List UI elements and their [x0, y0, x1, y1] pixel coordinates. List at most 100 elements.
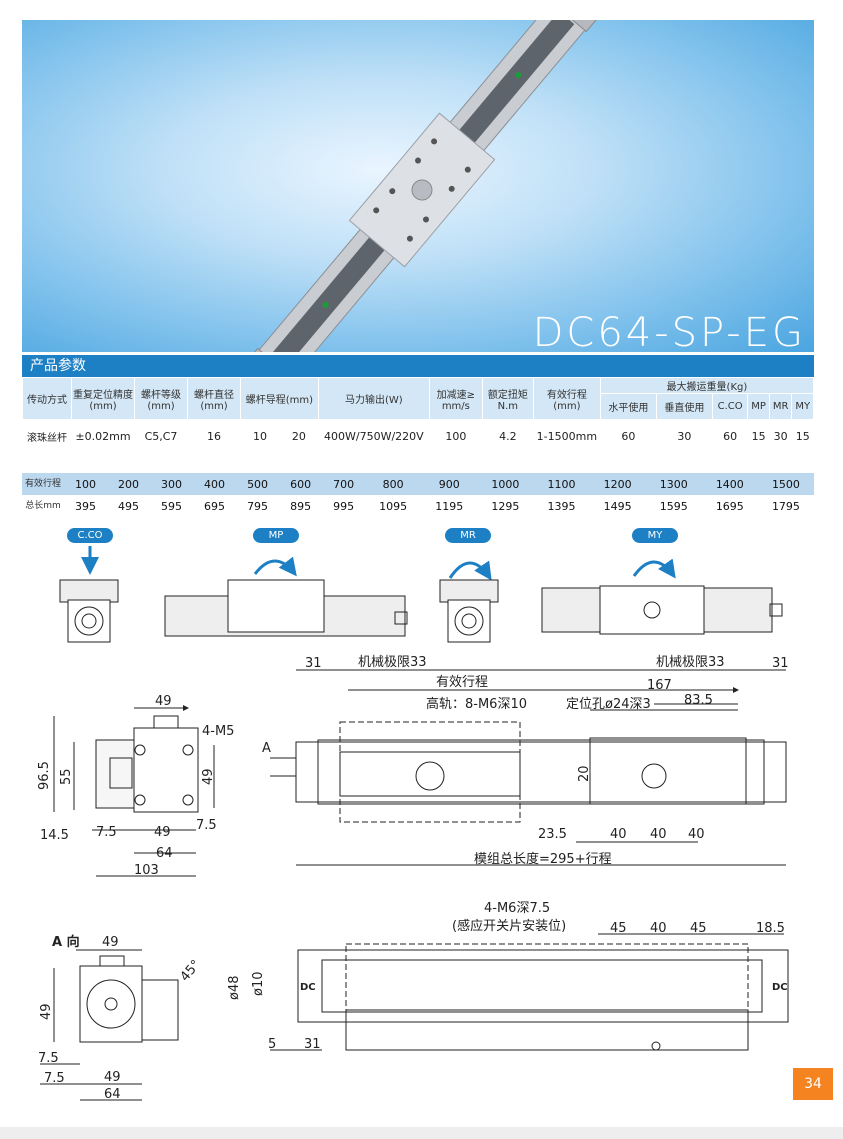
footer-bar: [0, 1127, 843, 1139]
stroke-cell: 1000: [477, 473, 534, 495]
dim-bm-45-b: 45: [690, 921, 707, 936]
stroke-cell: 1500: [757, 473, 814, 495]
stroke-cell: 700: [322, 473, 366, 495]
dim-bl-7-5-b: 7.5: [44, 1071, 65, 1086]
dim-tl-7-5: 7.5: [96, 825, 117, 840]
length-row-label: 总长mm: [22, 495, 64, 517]
dim-main-rail: 高轨：8-M6深10: [426, 696, 527, 712]
length-cell: 1595: [645, 495, 702, 517]
length-cell: 1795: [757, 495, 814, 517]
moment-my-icon: [541, 558, 783, 635]
moment-mp-icon: [164, 556, 408, 637]
dim-bm-5: 5: [268, 1037, 276, 1052]
length-cell: 1695: [701, 495, 758, 517]
dim-bm-holes: 4-M6深7.5: [484, 901, 550, 916]
dim-bm-holes-note: (感应开关片安装位): [452, 918, 566, 934]
dim-tl-14-5: 14.5: [40, 828, 69, 843]
moment-cco-label: C.CO: [67, 528, 113, 543]
dim-bm-dia-48: ø48: [227, 976, 242, 1001]
view-arrow-a: A: [262, 741, 271, 756]
dim-tl-h49: 49: [201, 768, 216, 785]
dim-main-40-a: 40: [610, 827, 627, 842]
dim-tl-b49: 49: [154, 825, 171, 840]
value-my: 15: [791, 419, 814, 454]
value-vertical: 30: [655, 419, 713, 454]
section-title: 产品参数: [22, 355, 814, 377]
value-screw-dia: 16: [187, 419, 241, 454]
stroke-cell: 600: [279, 473, 323, 495]
dim-main-167: 167: [647, 678, 672, 693]
moment-cco-icon: [59, 546, 119, 643]
dim-bm-18-5: 18.5: [756, 921, 785, 936]
stroke-cell: 800: [365, 473, 422, 495]
value-torque: 4.2: [481, 419, 534, 454]
dim-main-total-length: 模组总长度=295+行程: [474, 851, 612, 867]
moment-my-label: MY: [632, 528, 678, 543]
stroke-cell: 1200: [589, 473, 646, 495]
linear-module-photo: [245, 20, 599, 352]
value-screw-grade: C5,C7: [134, 419, 188, 454]
main-view-top: [270, 669, 787, 866]
page-number: 34: [793, 1068, 833, 1100]
spec-table: 传动方式 重复定位精度(mm) 螺杆等级(mm) 螺杆直径(mm) 螺杆导程(m…: [22, 377, 815, 454]
stroke-cell: 1400: [701, 473, 758, 495]
dim-bl-64: 64: [104, 1087, 121, 1102]
length-cell: 1395: [533, 495, 590, 517]
product-title: DC64-SP-EG: [532, 310, 806, 352]
header-cco: C.CO: [711, 393, 749, 420]
length-cell: 1495: [589, 495, 646, 517]
length-cell: 1195: [421, 495, 478, 517]
dim-main-mech-limit-left: 机械极限33: [358, 655, 427, 670]
length-cell: 995: [322, 495, 366, 517]
header-repeat: 重复定位精度(mm): [71, 377, 135, 420]
dim-main-31-left: 31: [305, 656, 322, 671]
product-hero-image: DC64-SP-EG: [22, 20, 814, 352]
dim-tl-96-5: 96.5: [37, 761, 52, 790]
dim-tl-55: 55: [59, 768, 74, 785]
length-cell: 1295: [477, 495, 534, 517]
dim-tl-m5: 4-M5: [202, 724, 234, 739]
dim-tl-49: 49: [155, 694, 172, 709]
value-repeat: ±0.02mm: [71, 419, 135, 454]
length-cell: 695: [193, 495, 237, 517]
stroke-cell: 300: [150, 473, 194, 495]
length-cell: 495: [107, 495, 151, 517]
value-cco: 60: [711, 419, 749, 454]
header-motor: 马力输出(W): [317, 377, 430, 420]
header-stroke: 有效行程(mm): [532, 377, 601, 420]
view-a-title: A 向: [52, 934, 80, 950]
dim-bm-45-a: 45: [610, 921, 627, 936]
stroke-cell: 1100: [533, 473, 590, 495]
stroke-cell: 1300: [645, 473, 702, 495]
dim-tl-103: 103: [134, 863, 159, 878]
dim-main-83-5: 83.5: [684, 693, 713, 708]
header-screw-grade: 螺杆等级(mm): [134, 377, 188, 420]
dim-main-40-b: 40: [650, 827, 667, 842]
moment-mp-label: MP: [253, 528, 299, 543]
dc-mark-right: DC: [772, 982, 788, 993]
value-accel: 100: [428, 419, 483, 454]
dim-bm-dia-10: ø10: [251, 972, 266, 997]
length-cell: 395: [64, 495, 108, 517]
dim-bl-45-deg: 45°: [178, 957, 204, 984]
value-mp: 15: [747, 419, 770, 454]
header-drive: 传动方式: [22, 377, 72, 420]
dim-tl-7-5-right: 7.5: [196, 818, 217, 833]
dim-main-locate-hole: 定位孔ø24深3: [566, 697, 651, 712]
stroke-cell: 200: [107, 473, 151, 495]
length-cell: 595: [150, 495, 194, 517]
dim-main-31-right: 31: [772, 656, 789, 671]
dim-tl-64: 64: [156, 846, 173, 861]
stroke-row-label: 有效行程: [22, 473, 64, 495]
header-horizontal: 水平使用: [599, 393, 657, 420]
dim-main-23-5: 23.5: [538, 827, 567, 842]
stroke-cell: 500: [236, 473, 280, 495]
dim-bl-b49: 49: [104, 1070, 121, 1085]
dim-bl-7-5-a: 7.5: [38, 1051, 59, 1066]
dim-bl-49: 49: [102, 935, 119, 950]
end-view-a-direction: [40, 949, 179, 1101]
header-torque: 额定扭矩N.m: [481, 377, 534, 420]
